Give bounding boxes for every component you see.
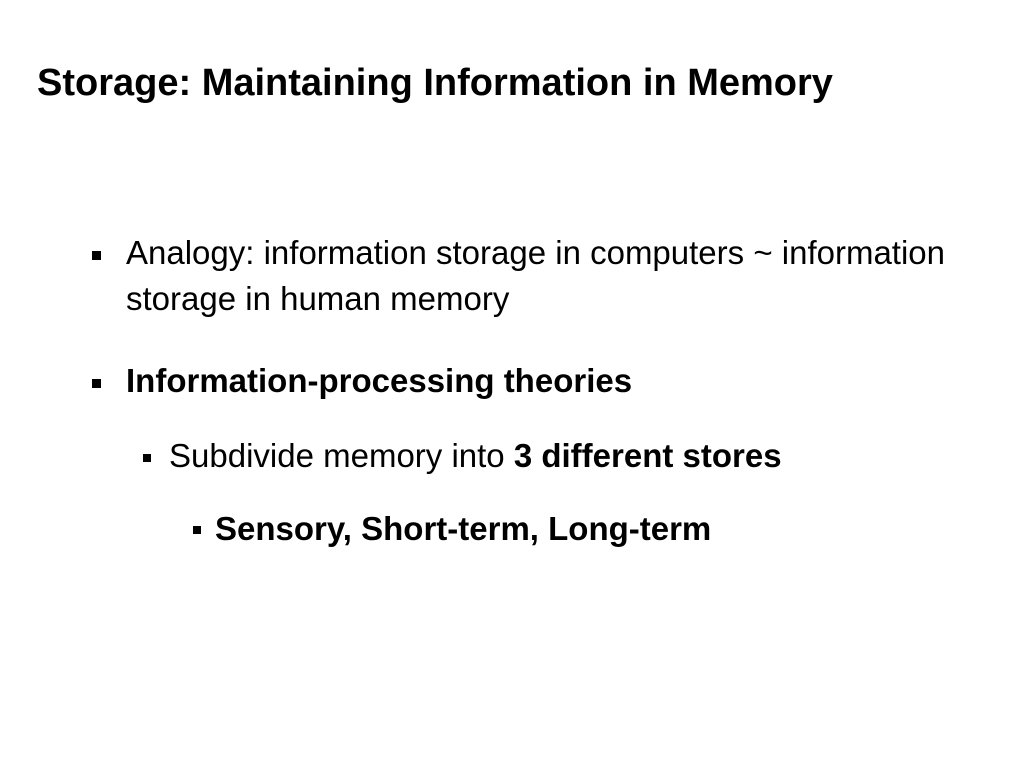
sub-bullet-subdivide-memory: Subdivide memory into 3 different stores xyxy=(143,433,782,479)
bullet-analogy: Analogy: information storage in computer… xyxy=(92,230,952,322)
bullet-text: Sensory, Short-term, Long-term xyxy=(215,510,712,547)
bullet-text-bold: 3 different stores xyxy=(513,437,782,474)
bullet-text-regular: Subdivide memory into xyxy=(169,437,514,474)
square-bullet-icon xyxy=(92,251,101,260)
square-bullet-icon xyxy=(143,454,151,462)
slide-title: Storage: Maintaining Information in Memo… xyxy=(37,62,833,104)
bullet-information-processing: Information-processing theories xyxy=(92,358,632,404)
sub-sub-bullet-memory-stores: Sensory, Short-term, Long-term xyxy=(193,506,711,552)
bullet-text: Analogy: information storage in computer… xyxy=(126,234,946,317)
bullet-text: Information-processing theories xyxy=(126,362,633,399)
square-bullet-icon xyxy=(92,379,101,388)
square-bullet-icon xyxy=(193,526,201,534)
bullet-text: Subdivide memory into 3 different stores xyxy=(169,433,782,479)
